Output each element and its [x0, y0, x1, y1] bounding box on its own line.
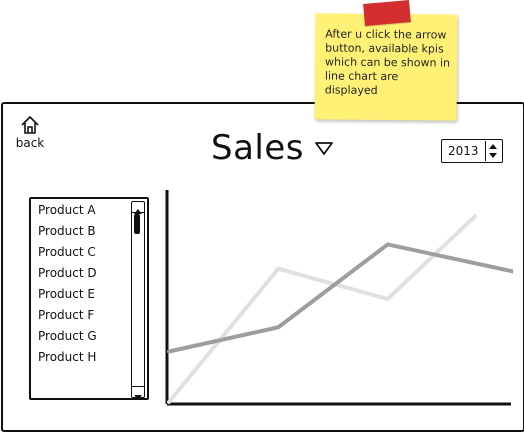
- series-layer: [167, 214, 513, 404]
- list-item[interactable]: Product C: [38, 245, 96, 259]
- year-spinner[interactable]: [485, 141, 500, 161]
- list-item[interactable]: Product A: [38, 203, 96, 217]
- series-line-1: [167, 214, 478, 404]
- product-list[interactable]: Product A Product B Product C Product D …: [29, 197, 149, 400]
- list-item[interactable]: Product E: [38, 287, 95, 301]
- list-item[interactable]: Product G: [38, 329, 97, 343]
- list-item[interactable]: Product D: [38, 266, 97, 280]
- scroll-up-button[interactable]: [132, 202, 144, 214]
- app-window: back Sales 2013 Product A Product B Prod…: [1, 102, 524, 432]
- year-stepper[interactable]: 2013: [441, 139, 503, 163]
- scroll-thumb[interactable]: [134, 214, 140, 234]
- home-icon: [21, 116, 39, 134]
- product-items: Product A Product B Product C Product D …: [31, 200, 129, 368]
- kpi-line-chart: [165, 190, 513, 406]
- back-button[interactable]: back: [13, 114, 47, 150]
- sticky-note: After u click the arrow button, availabl…: [314, 13, 458, 121]
- list-scrollbar[interactable]: [131, 201, 145, 398]
- list-item[interactable]: Product F: [38, 308, 95, 322]
- year-value: 2013: [448, 144, 479, 158]
- tape-strip: [363, 0, 411, 26]
- sticky-note-text: After u click the arrow button, availabl…: [324, 27, 451, 97]
- series-line-0: [167, 242, 513, 354]
- page-title: Sales: [211, 128, 304, 168]
- scroll-up-icon: [134, 209, 142, 214]
- scroll-down-icon: [134, 395, 142, 398]
- scroll-down-button[interactable]: [132, 386, 144, 398]
- title-area: Sales: [211, 126, 334, 170]
- kpi-dropdown-arrow-button[interactable]: [314, 140, 334, 156]
- list-item[interactable]: Product B: [38, 224, 96, 238]
- spinner-arrows-icon: [489, 144, 497, 158]
- list-item[interactable]: Product H: [38, 350, 97, 364]
- back-label: back: [15, 136, 45, 150]
